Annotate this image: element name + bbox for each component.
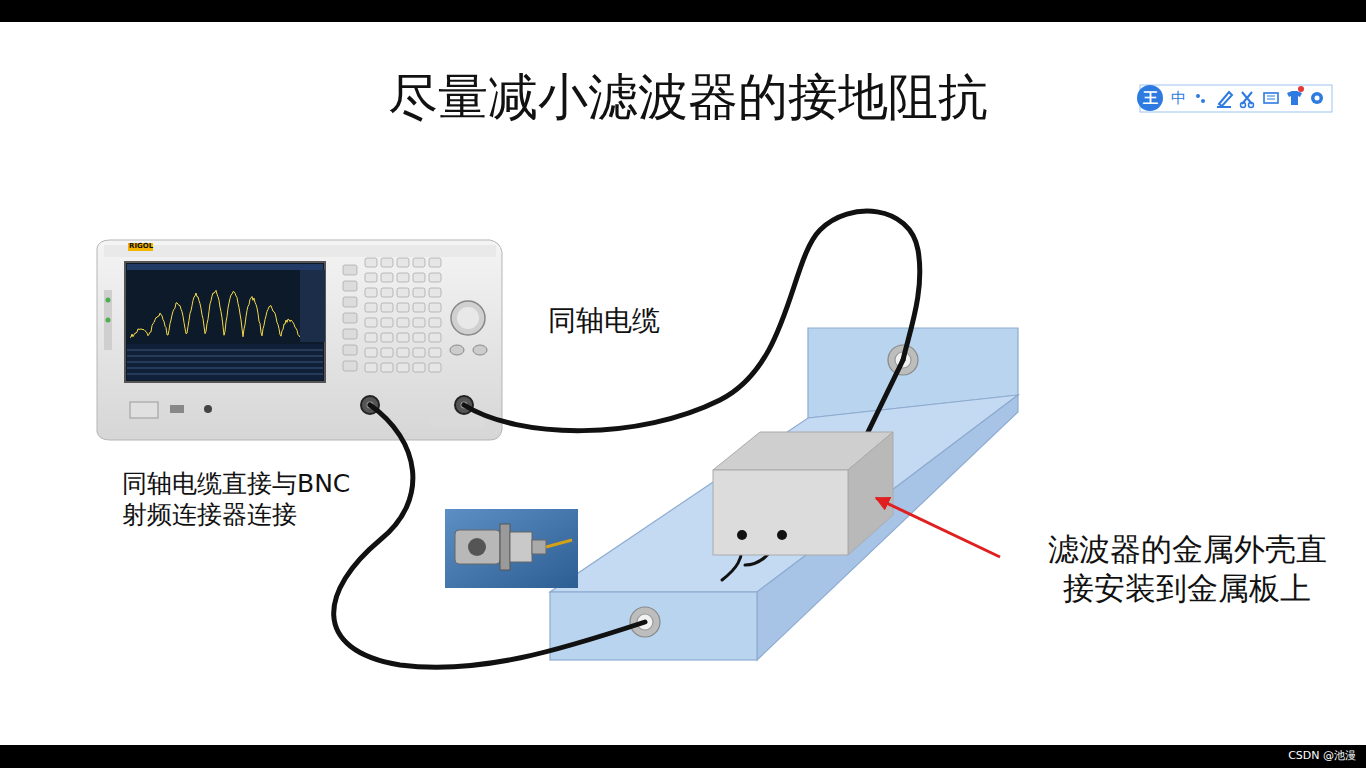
spectrum-analyzer xyxy=(97,240,502,440)
key xyxy=(429,318,441,327)
key xyxy=(429,348,441,357)
metal-plate xyxy=(550,328,1018,660)
key xyxy=(381,258,393,267)
ime-mode: 中 xyxy=(1171,89,1186,108)
soft-key xyxy=(343,329,357,339)
key xyxy=(413,258,425,267)
key xyxy=(381,363,393,372)
note-label: 同轴电缆直接与BNC 射频连接器连接 xyxy=(122,468,372,531)
key xyxy=(429,363,441,372)
watermark: CSDN @池漫 xyxy=(1288,749,1356,763)
brand-label: RIGOL xyxy=(129,242,153,251)
key xyxy=(429,333,441,342)
key xyxy=(365,363,377,372)
title: 尽量减小滤波器的接地阻抗 xyxy=(388,66,988,129)
key xyxy=(397,318,409,327)
filter-box xyxy=(713,432,893,555)
key xyxy=(381,303,393,312)
key xyxy=(413,363,425,372)
bnc-photo xyxy=(445,509,578,588)
spectrum-trace xyxy=(130,290,310,337)
soft-key xyxy=(343,345,357,355)
callout-arrow xyxy=(876,498,1000,557)
soft-key xyxy=(343,281,357,291)
key xyxy=(397,273,409,282)
key xyxy=(381,273,393,282)
soft-key xyxy=(343,265,357,275)
key xyxy=(381,348,393,357)
key xyxy=(397,303,409,312)
key xyxy=(429,303,441,312)
key xyxy=(381,333,393,342)
key xyxy=(381,288,393,297)
key xyxy=(365,348,377,357)
coax-cable xyxy=(334,211,920,667)
key xyxy=(429,273,441,282)
key xyxy=(397,363,409,372)
soft-key xyxy=(343,361,357,371)
key xyxy=(365,333,377,342)
key xyxy=(365,288,377,297)
callout-label: 滤波器的金属外壳直接安装到金属板上 xyxy=(1035,530,1339,608)
soft-key xyxy=(343,313,357,323)
key xyxy=(397,288,409,297)
key xyxy=(365,273,377,282)
key xyxy=(381,318,393,327)
brand-patch xyxy=(128,243,153,251)
key xyxy=(413,303,425,312)
key xyxy=(365,318,377,327)
key xyxy=(413,288,425,297)
key xyxy=(397,258,409,267)
key xyxy=(413,348,425,357)
key xyxy=(365,303,377,312)
key xyxy=(397,348,409,357)
ime-logo: 王 xyxy=(1143,89,1158,108)
key xyxy=(429,258,441,267)
key xyxy=(413,318,425,327)
ime-toolbar xyxy=(1137,85,1332,112)
cable-label: 同轴电缆 xyxy=(548,303,660,338)
top-bar xyxy=(0,0,1366,22)
key xyxy=(365,258,377,267)
key xyxy=(397,333,409,342)
key xyxy=(429,288,441,297)
key xyxy=(413,333,425,342)
soft-key xyxy=(343,297,357,307)
bottom-bar xyxy=(0,745,1366,768)
key xyxy=(413,273,425,282)
